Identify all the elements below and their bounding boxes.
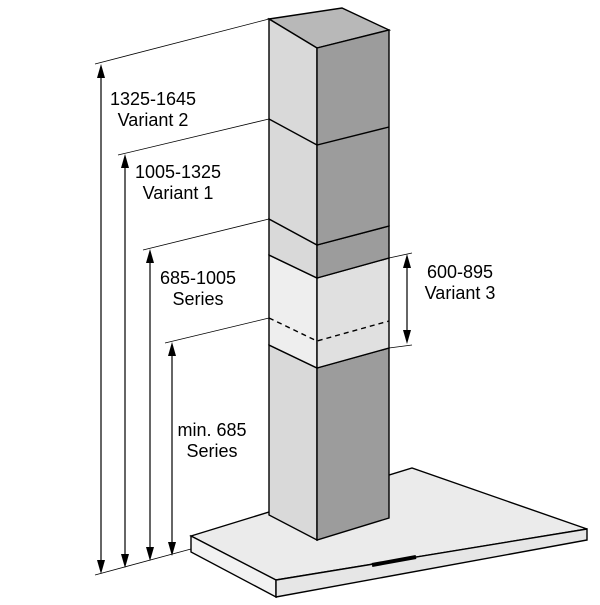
dimension-variant: Variant 2 bbox=[117, 110, 189, 130]
minimum-extension-dashed-line bbox=[268, 317, 390, 342]
dimension-arrows bbox=[97, 64, 411, 574]
leader-line-variant3-bottom bbox=[388, 344, 413, 349]
leader-line-top bbox=[94, 18, 270, 65]
hood-canopy bbox=[189, 467, 588, 599]
dimension-label-variant1: 1005-1325 Variant 1 bbox=[123, 162, 233, 204]
hood-right-edge bbox=[275, 528, 588, 598]
leader-line-variant3-top bbox=[388, 252, 413, 259]
dimension-variant: Series bbox=[186, 441, 238, 461]
upper-chimney bbox=[266, 7, 392, 247]
dimension-variant: Variant 1 bbox=[142, 183, 214, 203]
dimension-range: min. 685 bbox=[177, 420, 247, 440]
dimension-range: 600-895 bbox=[426, 262, 494, 282]
lower-chimney-side bbox=[316, 347, 390, 541]
arrow-variant2 bbox=[97, 64, 105, 574]
dimension-label-series: 685-1005 Series bbox=[143, 268, 253, 310]
dimension-label-variant2: 1325-1645 Variant 2 bbox=[98, 89, 208, 131]
arrow-series bbox=[146, 249, 154, 561]
arrow-min-series bbox=[168, 342, 176, 556]
leader-line-min bbox=[164, 317, 270, 344]
leader-lines bbox=[94, 18, 413, 576]
dimension-range: 1005-1325 bbox=[134, 162, 222, 182]
control-panel bbox=[371, 555, 417, 567]
upper-chimney-side bbox=[316, 29, 390, 246]
arrow-variant1 bbox=[121, 154, 129, 568]
leader-line-series bbox=[142, 218, 270, 251]
upper-chimney-joint bbox=[268, 118, 390, 146]
dimension-label-variant3: 600-895 Variant 3 bbox=[405, 262, 515, 304]
dimension-variant: Variant 3 bbox=[424, 283, 496, 303]
dimension-range: 1325-1645 bbox=[109, 89, 197, 109]
dimension-variant: Series bbox=[172, 289, 224, 309]
dimension-label-min-series: min. 685 Series bbox=[157, 420, 267, 462]
lower-chimney-front bbox=[268, 343, 318, 542]
arrow-variant3 bbox=[403, 254, 411, 344]
lower-chimney bbox=[268, 343, 390, 542]
dimension-range: 685-1005 bbox=[159, 268, 237, 288]
leader-line-base bbox=[94, 548, 192, 576]
telescopic-extension bbox=[268, 253, 390, 370]
leader-line-variant1 bbox=[117, 118, 270, 156]
